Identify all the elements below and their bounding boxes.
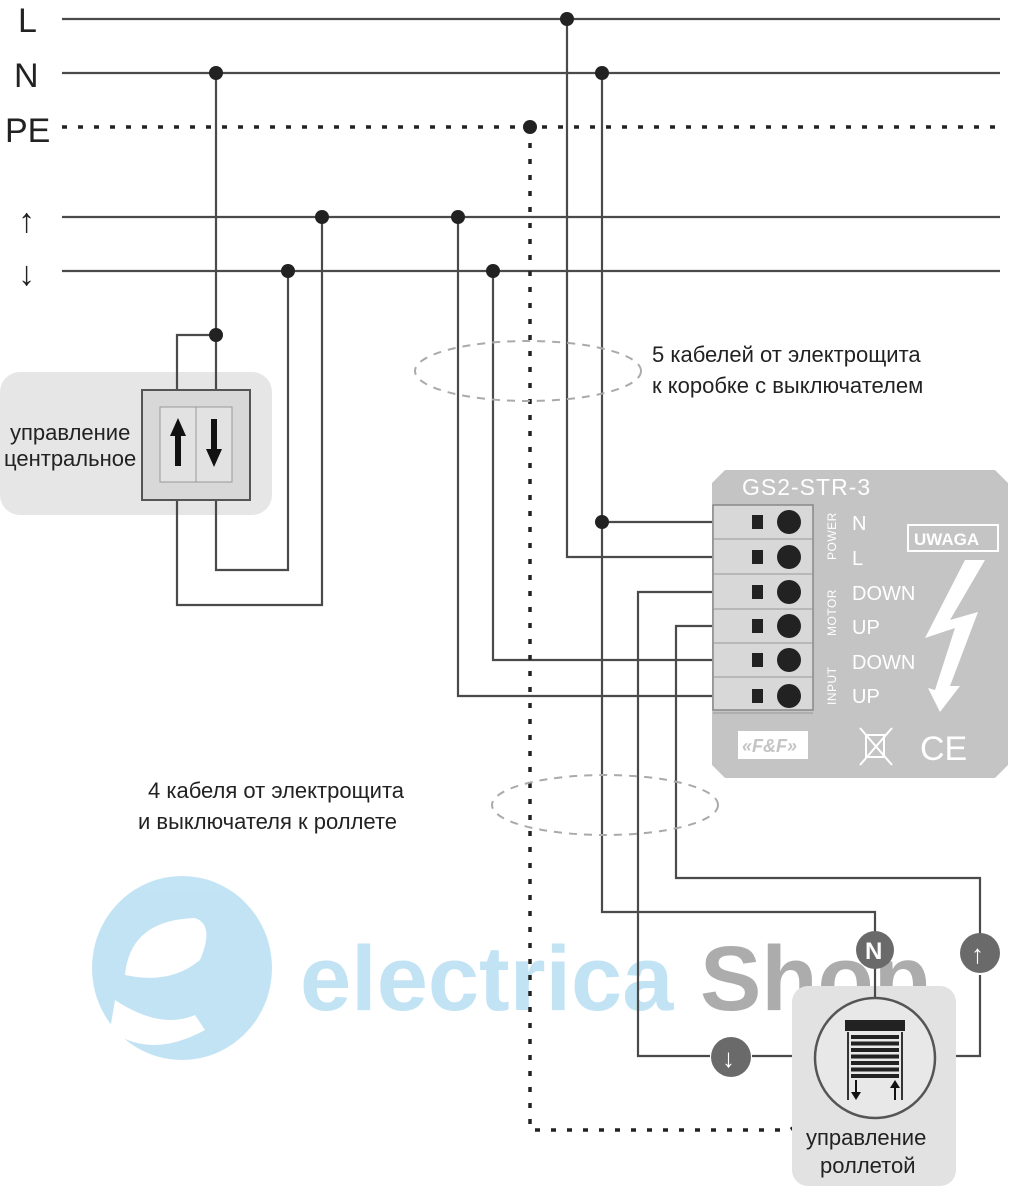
brand-logo — [738, 731, 808, 759]
shutter-slat — [851, 1067, 899, 1072]
terminal-3 — [713, 614, 813, 644]
group-label-power: POWER — [825, 512, 839, 560]
group-label-input: INPUT — [825, 666, 839, 705]
wire-motor-up-a — [674, 624, 982, 935]
wire-input-down — [491, 271, 745, 662]
terminal-label-N: N — [852, 513, 866, 535]
wire-L-module — [565, 19, 745, 559]
motor-label-2: роллетой — [820, 1153, 916, 1178]
central-switch-label-1: управление — [10, 420, 130, 445]
wire-switch-up — [175, 217, 324, 607]
watermark-text-1: electrica — [300, 928, 674, 1030]
svg-text:↑: ↑ — [971, 939, 984, 969]
svg-text:↓: ↓ — [722, 1043, 735, 1073]
bus-label-L: L — [18, 2, 37, 40]
module-gs2-str-3: GS2-STR-3 POWER MOTOR INPUT N L DOWN UP … — [712, 470, 1008, 778]
weee-bin-icon — [859, 727, 893, 766]
shutter-slat — [851, 1048, 899, 1052]
bus-label-PE: PE — [5, 112, 50, 150]
shutter-up-icon — [890, 1080, 900, 1100]
wire-motor-down — [636, 590, 745, 1058]
roller-shutter-motor — [813, 996, 937, 1120]
terminal-label-input-up: UP — [852, 686, 880, 708]
terminal-1 — [713, 545, 813, 575]
terminal-label-L: L — [852, 548, 863, 570]
down-arrow-icon — [206, 419, 222, 467]
bus-label-up: ↑ — [18, 202, 35, 240]
cable-note-top-1: 5 кабелей от электрощита — [652, 342, 921, 367]
cable-bundle-bottom — [491, 774, 719, 836]
shutter-slat — [851, 1061, 899, 1065]
shutter-slat — [851, 1054, 899, 1059]
motor-terminal-N — [856, 931, 894, 969]
cable-bundle-top — [414, 340, 642, 402]
motor-terminal-down — [711, 1037, 751, 1077]
terminal-4 — [713, 648, 813, 678]
terminal-0 — [713, 510, 813, 540]
terminal-2 — [713, 580, 813, 610]
motor-terminal-up — [960, 933, 1000, 973]
terminal-label-motor-down: DOWN — [852, 583, 915, 605]
shutter-slat — [851, 1035, 899, 1039]
bus-label-N: N — [14, 57, 39, 95]
shutter-down-icon — [851, 1080, 861, 1100]
lightning-icon — [925, 560, 985, 712]
warning-box — [907, 524, 999, 552]
cable-note-top-2: к коробке с выключателем — [652, 373, 923, 398]
up-arrow-icon — [170, 418, 186, 466]
group-label-motor: MOTOR — [825, 589, 839, 636]
wire-N-motor — [600, 73, 877, 935]
module-model: GS2-STR-3 — [742, 474, 871, 500]
terminal-5 — [713, 684, 813, 714]
warning-label: UWAGA — [914, 530, 979, 549]
central-switch[interactable] — [141, 389, 251, 501]
shutter-slat — [851, 1074, 899, 1078]
cable-note-bottom-1: 4 кабеля от электрощита — [148, 778, 405, 803]
central-switch-label-2: центральное — [4, 446, 136, 471]
motor-terminals: N ↑ ↓ — [711, 931, 1000, 1077]
terminal-label-input-down: DOWN — [852, 652, 915, 674]
wire-input-up — [456, 217, 745, 698]
wire-switch-down — [214, 271, 290, 572]
wire-switch-common — [175, 333, 216, 390]
motor-label-1: управление — [806, 1125, 926, 1150]
svg-text:N: N — [865, 938, 882, 965]
brand-label: «F&F» — [742, 736, 797, 756]
cable-note-bottom-2: и выключателя к роллете — [138, 809, 397, 834]
ce-mark: CE — [920, 730, 967, 768]
terminal-label-motor-up: UP — [852, 617, 880, 639]
bus-label-down: ↓ — [18, 255, 35, 293]
shutter-slat — [851, 1041, 899, 1046]
junction-dots — [209, 12, 609, 529]
